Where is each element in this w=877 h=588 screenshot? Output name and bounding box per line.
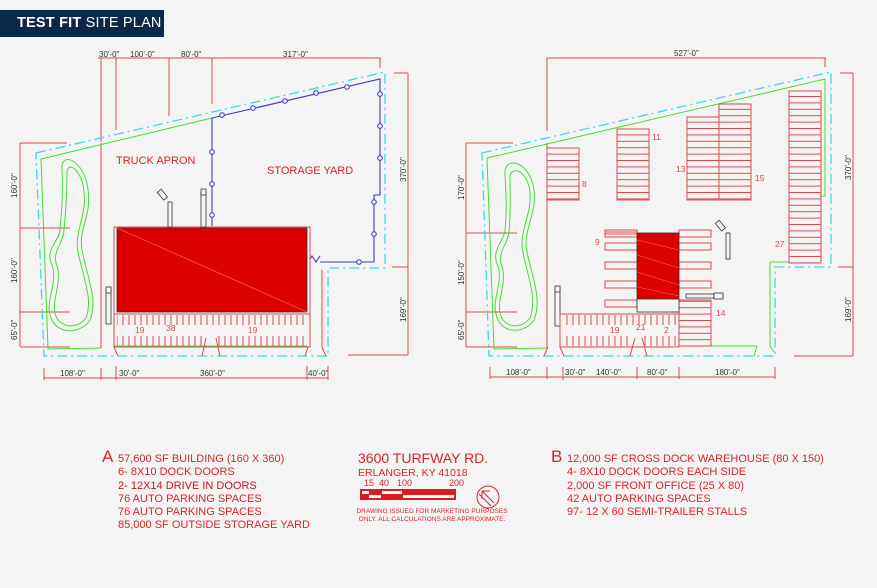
- plan-b-front-office: [636, 298, 680, 313]
- plan-b-top-dimensions: [546, 57, 826, 131]
- title-rest: SITE PLAN: [85, 15, 162, 31]
- notes-b-line-2: 4- 8X10 DOCK DOORS EACH SIDE: [567, 466, 747, 479]
- notes-a-line-3: 2- 12X14 DRIVE IN DOORS: [118, 479, 257, 492]
- plan-b: 527'-0" 170'-0" 150'-0" 65'-0" 370'-0" 1…: [457, 49, 854, 380]
- stall-count-13: 13: [676, 164, 686, 174]
- notes-a-line-6: 85,000 SF OUTSIDE STORAGE YARD: [118, 519, 310, 532]
- notes-a-line-1: 57,600 SF BUILDING (160 X 360): [118, 453, 285, 465]
- plan-a-truck-icons: [105, 188, 207, 325]
- notes-b-line-4: 42 AUTO PARKING SPACES: [567, 492, 711, 505]
- notes-a-line-4: 76 AUTO PARKING SPACES: [118, 492, 262, 505]
- address-city: ERLANGER, KY 41018: [358, 467, 468, 479]
- dim-b-bottom-4: 80'-0": [647, 368, 668, 377]
- notes-b-line-1: 12,000 SF CROSS DOCK WAREHOUSE (80 X 150…: [567, 453, 824, 465]
- dim-a-bottom-1: 108'-0": [60, 369, 85, 378]
- dim-b-bottom-5: 180'-0": [715, 368, 740, 377]
- dim-b-left-3: 65'-0": [457, 319, 466, 340]
- plan-a-parking-bottom-right: [218, 336, 307, 346]
- dim-a-right-1: 370'-0": [399, 157, 408, 182]
- plan-a-parking-bottom-left: [117, 336, 203, 346]
- dim-b-right-1: 370'-0": [844, 155, 853, 180]
- plan-b-bottom-dimensions: [489, 367, 776, 380]
- plan-a-bottom-dimensions: [43, 366, 329, 380]
- plan-b-parking-count-1: 19: [610, 325, 620, 335]
- stall-count-27: 27: [775, 239, 785, 249]
- dim-a-bottom-4: 40'-0": [308, 369, 329, 378]
- disclaimer: DRAWING ISSUED FOR MARKETING PURPOSES ON…: [356, 508, 508, 523]
- site-address: 3600 TURFWAY RD. ERLANGER, KY 41018: [358, 450, 488, 479]
- plan-b-retention-pond: [494, 162, 538, 331]
- plan-b-trailer-stalls: [546, 90, 822, 347]
- plan-a-retention-pond: [48, 159, 94, 332]
- title-bold: TEST FIT: [17, 15, 82, 31]
- notes-a-line-5: 76 AUTO PARKING SPACES: [118, 506, 262, 519]
- scale-tick-15: 15: [364, 478, 375, 488]
- plan-a-property-line: [35, 71, 386, 357]
- plan-a: 30'-0" 100'-0" 80'-0" 317'-0" 160'-0" 16…: [10, 50, 409, 380]
- plan-a-parking-count-2: 38: [166, 323, 176, 333]
- dim-a-left-3: 65'-0": [10, 319, 19, 340]
- dim-a-top-4: 317'-0": [283, 50, 308, 59]
- scale-bar: [360, 489, 456, 500]
- dim-b-top-1: 527'-0": [674, 49, 699, 58]
- dim-b-bottom-2: 30'-0": [565, 368, 586, 377]
- scale-tick-100: 100: [397, 478, 413, 488]
- stall-count-9: 9: [595, 237, 600, 247]
- dim-a-bottom-2: 30'-0": [119, 369, 140, 378]
- plan-a-parking-top: [117, 315, 307, 325]
- plan-a-left-dimensions: [19, 142, 70, 348]
- dim-a-left-1: 160'-0": [10, 173, 19, 198]
- north-arrow-icon: [476, 485, 500, 509]
- notes-b-line-5: 97- 12 X 60 SEMI-TRAILER STALLS: [567, 506, 748, 519]
- plan-a-parking-count-1: 19: [135, 325, 145, 335]
- page-title-banner: TEST FIT SITE PLAN: [0, 10, 164, 37]
- notes-b-line-3: 2,000 SF FRONT OFFICE (25 X 80): [567, 479, 745, 492]
- address-street: 3600 TURFWAY RD.: [358, 450, 489, 466]
- stall-count-15: 15: [755, 173, 765, 183]
- scale-tick-200: 200: [449, 478, 465, 488]
- dim-b-right-2: 169'-0": [844, 297, 853, 322]
- dim-a-bottom-3: 360'-0": [200, 369, 225, 378]
- dim-b-left-2: 150'-0": [457, 260, 466, 285]
- plan-a-storage-yard-fence: [209, 78, 383, 265]
- dim-a-left-2: 160'-0": [10, 258, 19, 283]
- notes-b-letter: B: [551, 447, 563, 466]
- notes-b: B 12,000 SF CROSS DOCK WAREHOUSE (80 X 1…: [551, 448, 824, 519]
- storage-yard-label: STORAGE YARD: [267, 165, 353, 177]
- notes-a: A 57,600 SF BUILDING (160 X 360) 6- 8X10…: [102, 448, 310, 533]
- dim-a-top-3: 80'-0": [181, 50, 202, 59]
- dim-b-bottom-1: 108'-0": [506, 368, 531, 377]
- plan-b-parking-count-3: 2: [664, 325, 669, 335]
- notes-a-line-2: 6- 8X10 DOCK DOORS: [118, 466, 235, 479]
- stall-count-14: 14: [716, 308, 726, 318]
- plan-a-right-dimensions: [348, 72, 409, 356]
- dim-a-top-2: 100'-0": [130, 50, 155, 59]
- plan-b-property-line: [481, 71, 832, 357]
- dim-b-bottom-3: 140'-0": [596, 368, 621, 377]
- plan-a-parking-count-3: 19: [248, 325, 258, 335]
- notes-a-letter: A: [102, 447, 114, 466]
- dim-b-left-1: 170'-0": [457, 175, 466, 200]
- scale-tick-40: 40: [379, 478, 390, 488]
- plan-b-right-dimensions: [794, 72, 854, 357]
- plan-b-parking-count-2: 21: [636, 322, 646, 332]
- dim-a-top-1: 30'-0": [99, 50, 120, 59]
- stall-count-8: 8: [582, 179, 587, 189]
- stall-count-11: 11: [652, 132, 661, 142]
- plan-a-top-dimensions: [98, 57, 381, 142]
- truck-apron-label: TRUCK APRON: [116, 155, 196, 167]
- dim-a-right-2: 169'-0": [399, 297, 408, 322]
